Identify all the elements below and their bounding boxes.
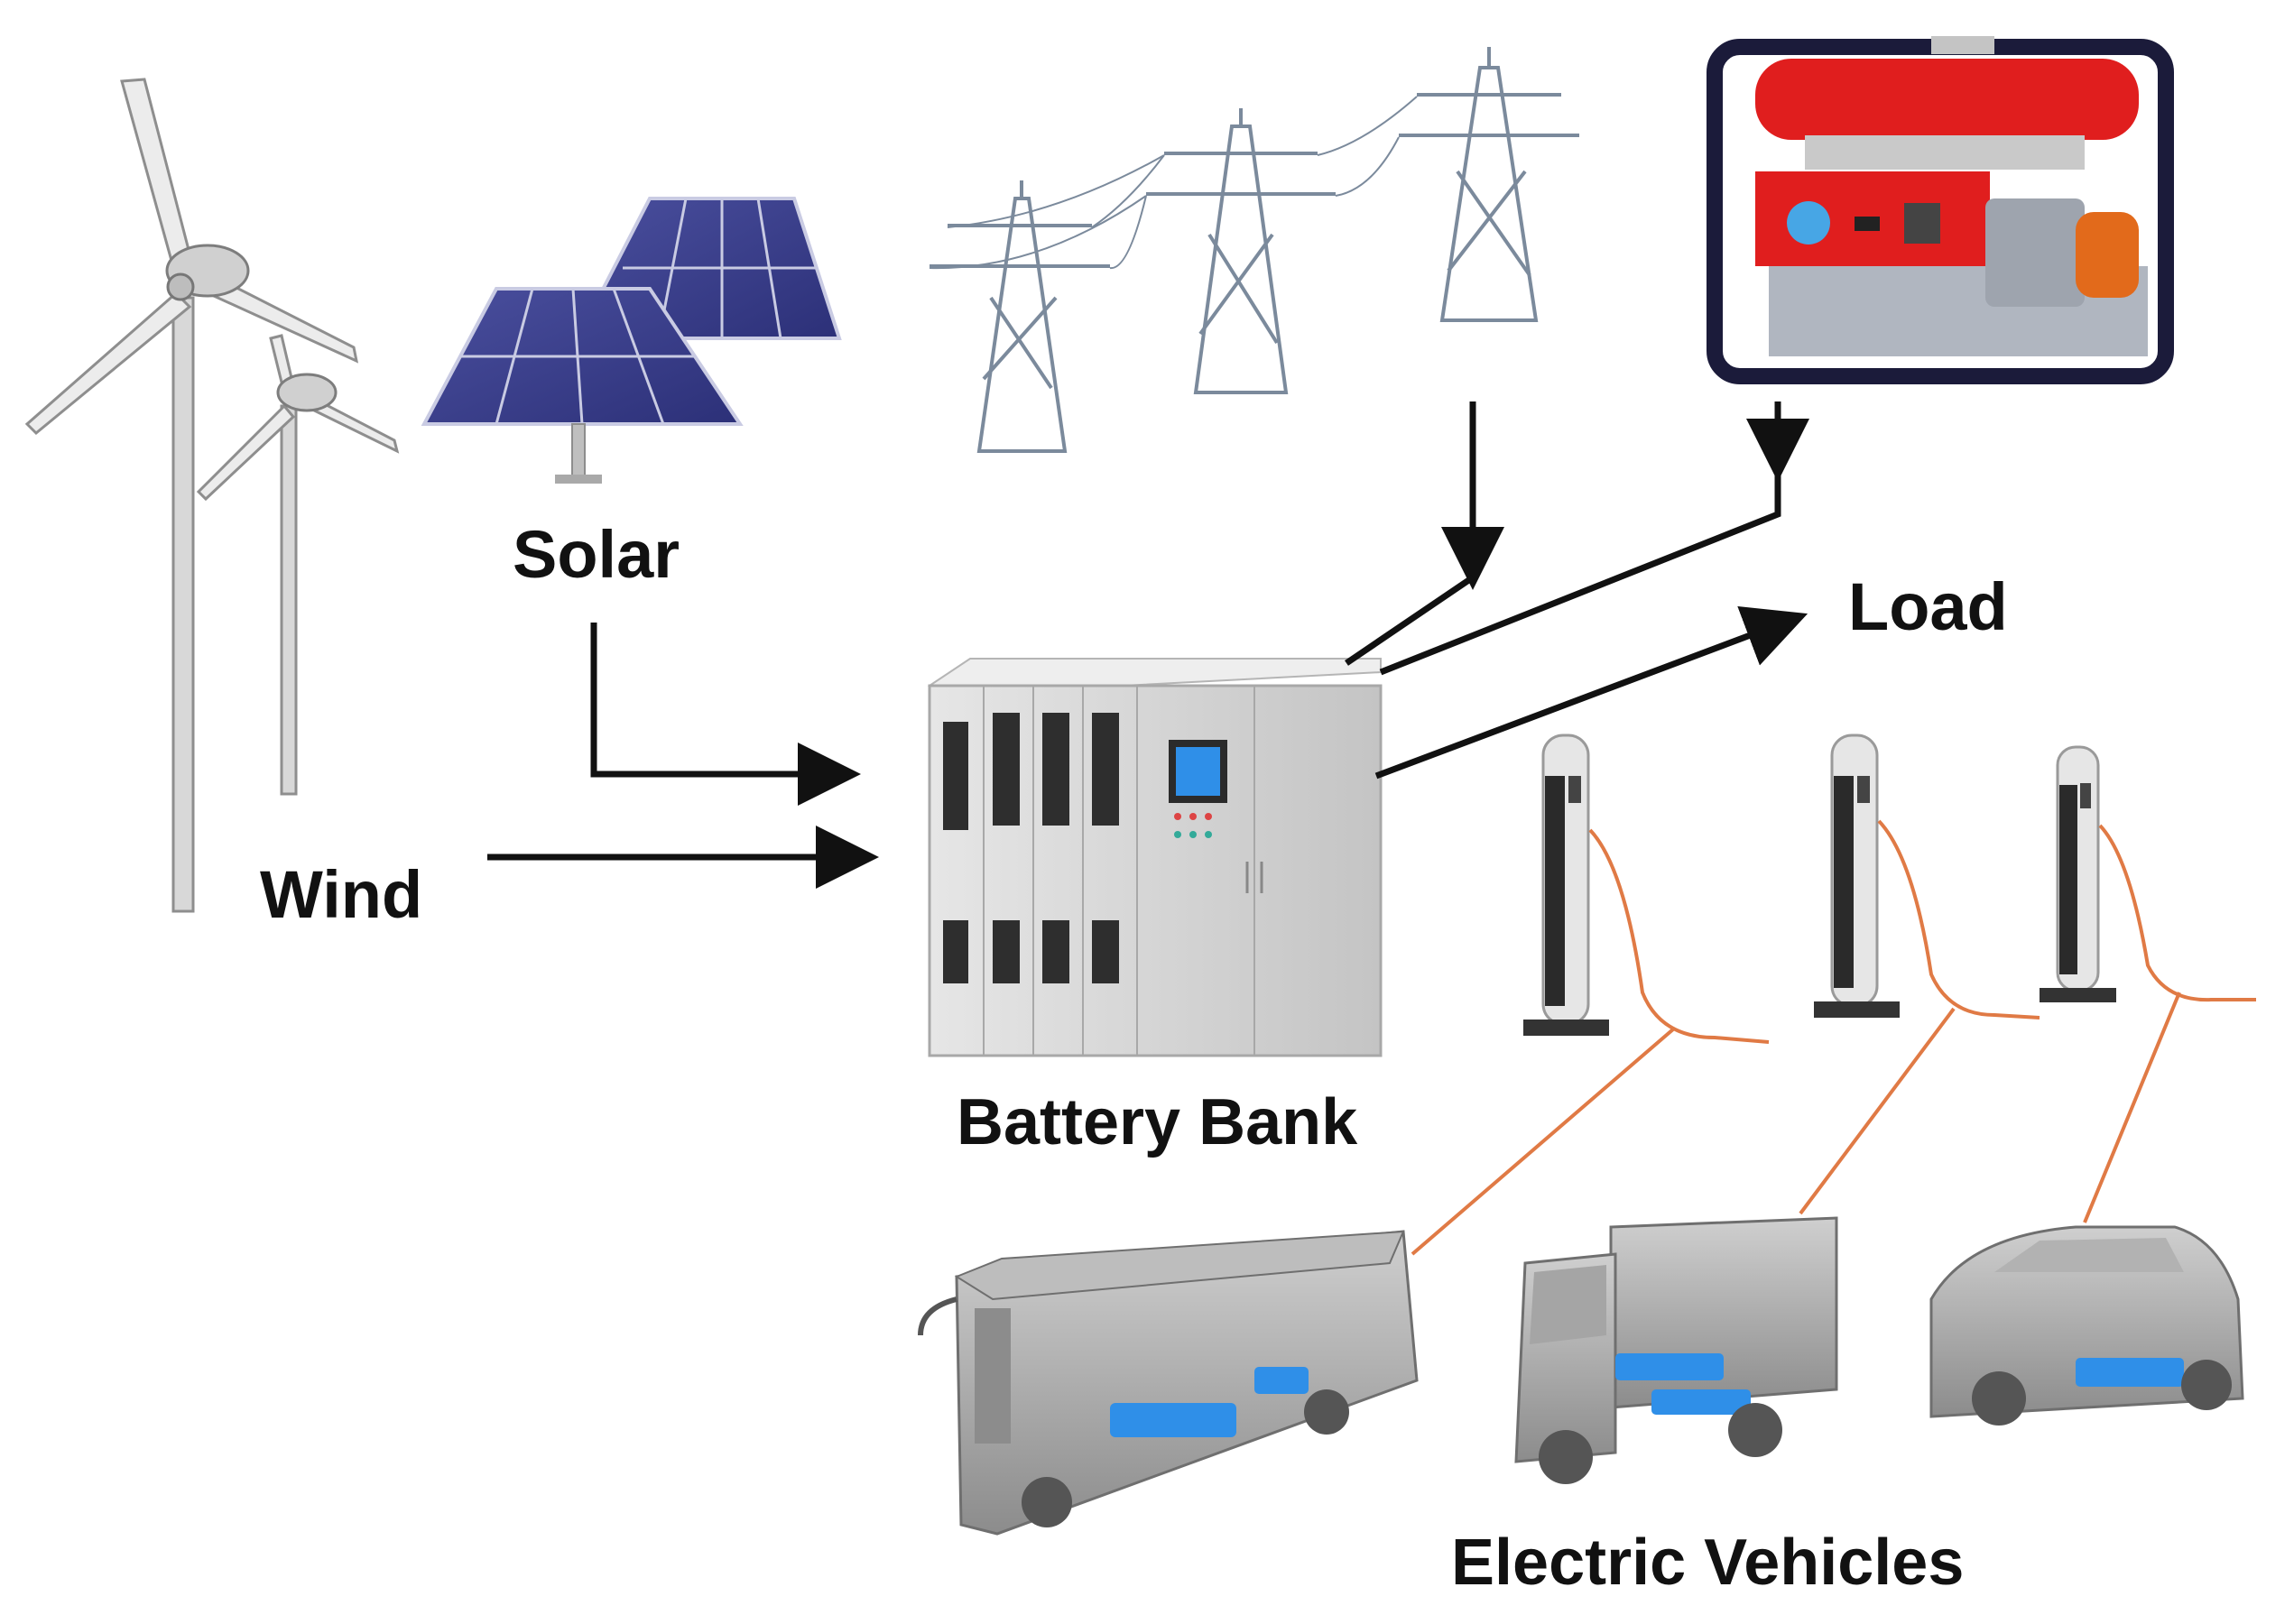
wind-label: Wind [260, 857, 423, 932]
load-arrow [1374, 605, 1808, 780]
solar-panel-icon [421, 197, 842, 484]
solar-arrow [590, 623, 861, 806]
bus-icon [918, 1230, 1419, 1536]
charging-station-icon [1523, 734, 2256, 1044]
generator-feed-line [1379, 469, 1781, 676]
grid-feed-line [1345, 575, 1475, 666]
truck-icon [1514, 1216, 1838, 1484]
solar-label: Solar [513, 517, 680, 592]
transmission-tower-icon [929, 47, 1579, 453]
charging-cables [1411, 992, 2181, 1256]
battery-cabinet-icon [927, 658, 1383, 1057]
generator-icon [1707, 36, 2174, 384]
flow-arrows [487, 401, 1809, 889]
car-icon [1929, 1225, 2244, 1426]
battery-bank-label: Battery Bank [957, 1086, 1358, 1158]
load-label: Load [1848, 569, 2008, 644]
electric-vehicles-label: Electric Vehicles [1451, 1527, 1965, 1599]
wind-turbine-icon [24, 78, 400, 913]
